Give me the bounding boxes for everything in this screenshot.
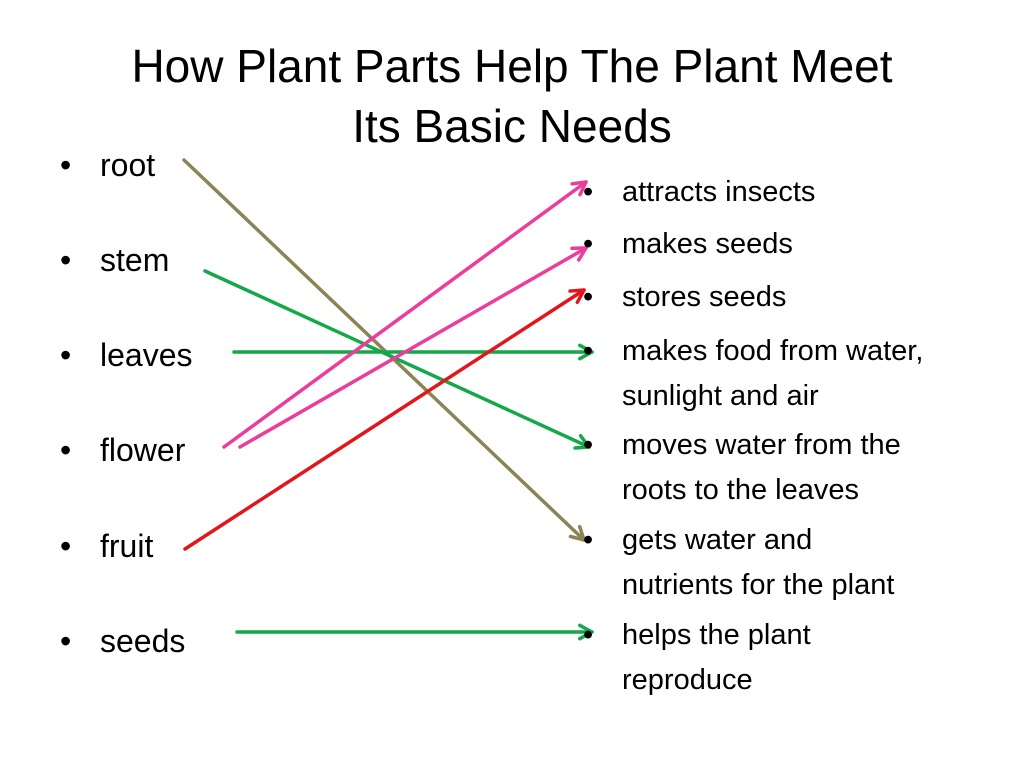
part-item-fruit: • fruit	[60, 527, 153, 565]
arrowhead-icon	[577, 623, 594, 641]
part-label: flower	[100, 432, 186, 468]
bullet: •	[60, 528, 72, 564]
need-label: makes seeds	[622, 228, 793, 260]
connector-line	[222, 180, 588, 449]
need-item-attracts-insects: • attracts insects	[583, 170, 815, 215]
bullet: •	[60, 623, 72, 659]
arrowhead-icon	[568, 524, 586, 542]
need-item-makes-food: • makes food from water, sunlight and ai…	[583, 329, 923, 419]
need-item-makes-seeds: • makes seeds	[583, 222, 793, 267]
need-item-gets-water: • gets water and nutrients for the plant	[583, 518, 894, 608]
part-label: fruit	[100, 528, 154, 564]
need-label-line-1: moves water from the	[622, 429, 901, 461]
need-label: stores seeds	[622, 281, 787, 313]
need-label: attracts insects	[622, 176, 816, 208]
bullet: •	[583, 335, 594, 367]
bullet: •	[583, 281, 594, 313]
bullet: •	[60, 147, 72, 183]
bullet: •	[583, 524, 594, 556]
title-line-2: Its Basic Needs	[352, 100, 672, 152]
need-label-line-2: reproduce	[622, 664, 753, 696]
arrowhead-icon	[568, 288, 586, 305]
need-label-line-2: roots to the leaves	[622, 474, 859, 506]
arrowhead-icon	[570, 246, 588, 262]
bullet: •	[583, 228, 594, 260]
need-label-line-2: nutrients for the plant	[622, 569, 895, 601]
arrowhead-icon	[573, 434, 591, 450]
connector-line	[183, 288, 586, 551]
part-item-stem: • stem	[60, 241, 169, 279]
arrowhead-icon	[570, 180, 588, 197]
connector-line	[182, 158, 586, 542]
part-label: root	[100, 147, 156, 183]
bullet: •	[60, 242, 72, 278]
part-item-seeds: • seeds	[60, 622, 185, 660]
arrowhead-icon	[577, 343, 594, 361]
part-item-root: • root	[60, 146, 155, 184]
part-item-leaves: • leaves	[60, 336, 193, 374]
bullet: •	[60, 432, 72, 468]
need-item-stores-seeds: • stores seeds	[583, 275, 786, 320]
bullet: •	[583, 176, 594, 208]
title-line-1: How Plant Parts Help The Plant Meet	[131, 40, 893, 92]
part-label: leaves	[100, 337, 193, 373]
need-label-line-1: makes food from water,	[622, 335, 924, 367]
part-label: stem	[100, 242, 170, 278]
part-item-flower: • flower	[60, 431, 185, 469]
bullet: •	[60, 337, 72, 373]
connector-line	[203, 269, 591, 449]
slide-title: How Plant Parts Help The Plant Meet Its …	[40, 36, 984, 156]
part-label: seeds	[100, 623, 186, 659]
need-label-line-1: gets water and	[622, 524, 813, 556]
connector-line	[238, 246, 588, 449]
need-label-line-2: sunlight and air	[622, 380, 819, 412]
need-label-line-1: helps the plant	[622, 619, 811, 651]
bullet: •	[583, 619, 594, 651]
bullet: •	[583, 429, 594, 461]
need-item-helps-reproduce: • helps the plant reproduce	[583, 613, 811, 703]
need-item-moves-water: • moves water from the roots to the leav…	[583, 423, 901, 513]
